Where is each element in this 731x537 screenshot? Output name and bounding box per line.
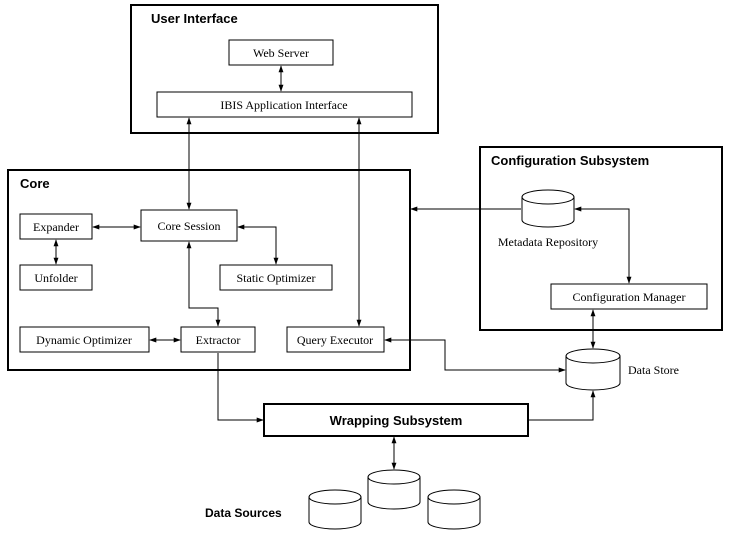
core-subsystem: Core bbox=[7, 169, 411, 371]
data-source-cylinder-2 bbox=[367, 469, 421, 510]
arrow-wrapping-datastore bbox=[529, 390, 596, 421]
core-session-label: Core Session bbox=[158, 219, 221, 233]
data-source-cylinder-1 bbox=[308, 489, 362, 530]
data-sources-label: Data Sources bbox=[205, 506, 282, 520]
data-source-cylinder-3 bbox=[427, 489, 481, 530]
configuration-subsystem: Configuration Subsystem bbox=[479, 146, 723, 331]
arrow-coresession-staticoptimizer bbox=[237, 224, 279, 265]
metadata-repository-cylinder: Metadata Repository bbox=[498, 189, 598, 249]
static-optimizer-label: Static Optimizer bbox=[237, 271, 316, 285]
dynamic-optimizer-box: Dynamic Optimizer bbox=[19, 326, 150, 353]
user-interface-title: User Interface bbox=[151, 11, 238, 26]
ibis-application-interface-box: IBIS Application Interface bbox=[156, 91, 413, 118]
core-session-box: Core Session bbox=[140, 209, 238, 242]
connectors bbox=[53, 65, 632, 470]
arrow-coresession-extractor bbox=[186, 241, 221, 327]
query-executor-label: Query Executor bbox=[297, 333, 373, 347]
data-store-label: Data Store bbox=[628, 363, 679, 377]
arrow-datastore-queryexecutor bbox=[384, 337, 566, 373]
user-interface-subsystem: User Interface bbox=[130, 4, 439, 134]
configuration-manager-label: Configuration Manager bbox=[573, 290, 686, 304]
configuration-frame bbox=[479, 146, 723, 331]
unfolder-label: Unfolder bbox=[34, 271, 77, 285]
web-server-box: Web Server bbox=[228, 39, 334, 66]
core-frame bbox=[7, 169, 411, 371]
extractor-label: Extractor bbox=[196, 333, 241, 347]
configuration-manager-box: Configuration Manager bbox=[550, 283, 708, 310]
wrapping-subsystem-label: Wrapping Subsystem bbox=[330, 413, 463, 428]
core-title: Core bbox=[20, 176, 50, 191]
arrow-metadata-configmanager bbox=[574, 206, 632, 284]
ibis-application-interface-label: IBIS Application Interface bbox=[220, 98, 347, 112]
expander-label: Expander bbox=[33, 220, 79, 234]
query-executor-box: Query Executor bbox=[286, 326, 385, 353]
dynamic-optimizer-label: Dynamic Optimizer bbox=[36, 333, 132, 347]
static-optimizer-box: Static Optimizer bbox=[219, 264, 333, 291]
metadata-repository-label: Metadata Repository bbox=[498, 235, 598, 249]
unfolder-box: Unfolder bbox=[19, 264, 93, 291]
arrow-extractor-wrapping bbox=[217, 353, 264, 423]
web-server-label: Web Server bbox=[253, 46, 309, 60]
extractor-box: Extractor bbox=[180, 326, 256, 353]
user-interface-frame bbox=[130, 4, 439, 134]
data-store-cylinder: Data Store bbox=[565, 348, 679, 391]
configuration-title: Configuration Subsystem bbox=[491, 153, 649, 168]
expander-box: Expander bbox=[19, 213, 93, 240]
wrapping-subsystem-box: Wrapping Subsystem bbox=[263, 403, 529, 437]
